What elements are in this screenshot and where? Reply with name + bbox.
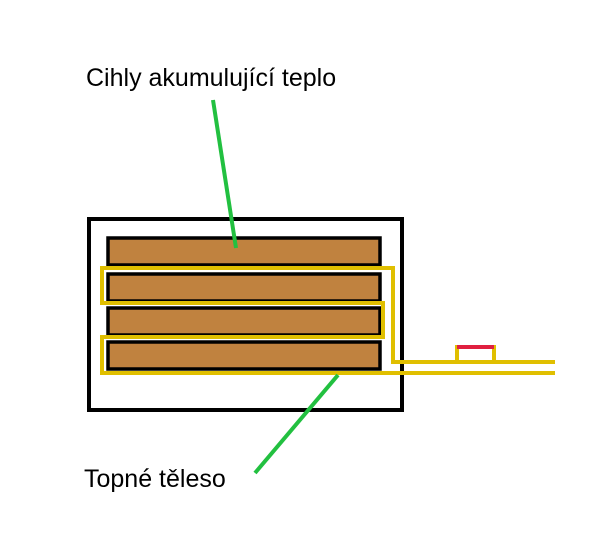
- brick: [106, 340, 382, 371]
- brick: [106, 306, 382, 337]
- switch-leads: [455, 345, 496, 362]
- brick: [106, 272, 382, 303]
- heating-element-pointer-line: [253, 373, 340, 475]
- brick: [106, 236, 382, 267]
- bricks-pointer-line: [211, 99, 238, 249]
- bricks-label: Cihly akumulující teplo: [86, 64, 336, 92]
- heating-element-wire: [100, 266, 555, 375]
- heating-element-label: Topné těleso: [84, 465, 226, 493]
